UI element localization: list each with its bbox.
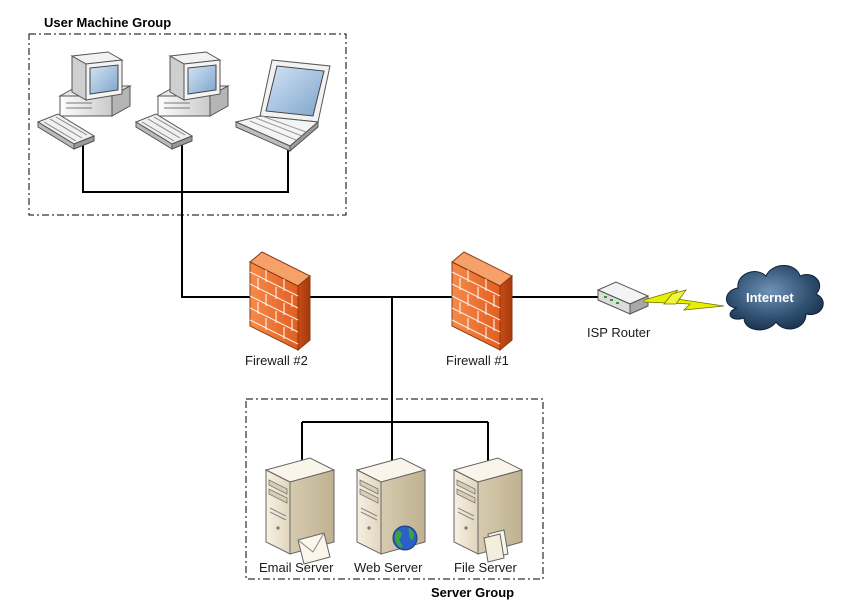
- user-machine-group-label: User Machine Group: [44, 15, 171, 30]
- web-server-icon: [356, 457, 426, 555]
- firewall-2-icon: [249, 251, 311, 351]
- wan-lightning-icon: [643, 289, 725, 311]
- internet-cloud-icon: [726, 265, 824, 331]
- desktop-computer-1-icon: [37, 51, 131, 150]
- user-to-firewall2-link: [181, 192, 250, 298]
- file-server-label: File Server: [454, 560, 518, 575]
- web-server-label: Web Server: [354, 560, 423, 575]
- file-server-icon: [453, 457, 523, 563]
- laptop-icon: [234, 59, 331, 153]
- email-server-icon: [265, 457, 335, 565]
- user-machine-group-box: [28, 33, 347, 216]
- isp-router-label: ISP Router: [587, 325, 651, 340]
- user-lan-bus: [82, 145, 289, 193]
- internet-label: Internet: [746, 290, 794, 305]
- firewall-2-label: Firewall #2: [245, 353, 308, 368]
- desktop-computer-2-icon: [135, 51, 229, 150]
- server-group-label: Server Group: [431, 585, 514, 600]
- isp-router-icon: [596, 281, 650, 315]
- firewall-1-icon: [451, 251, 513, 351]
- email-server-label: Email Server: [259, 560, 334, 575]
- server-group-box: [245, 398, 544, 580]
- firewall-1-label: Firewall #1: [446, 353, 509, 368]
